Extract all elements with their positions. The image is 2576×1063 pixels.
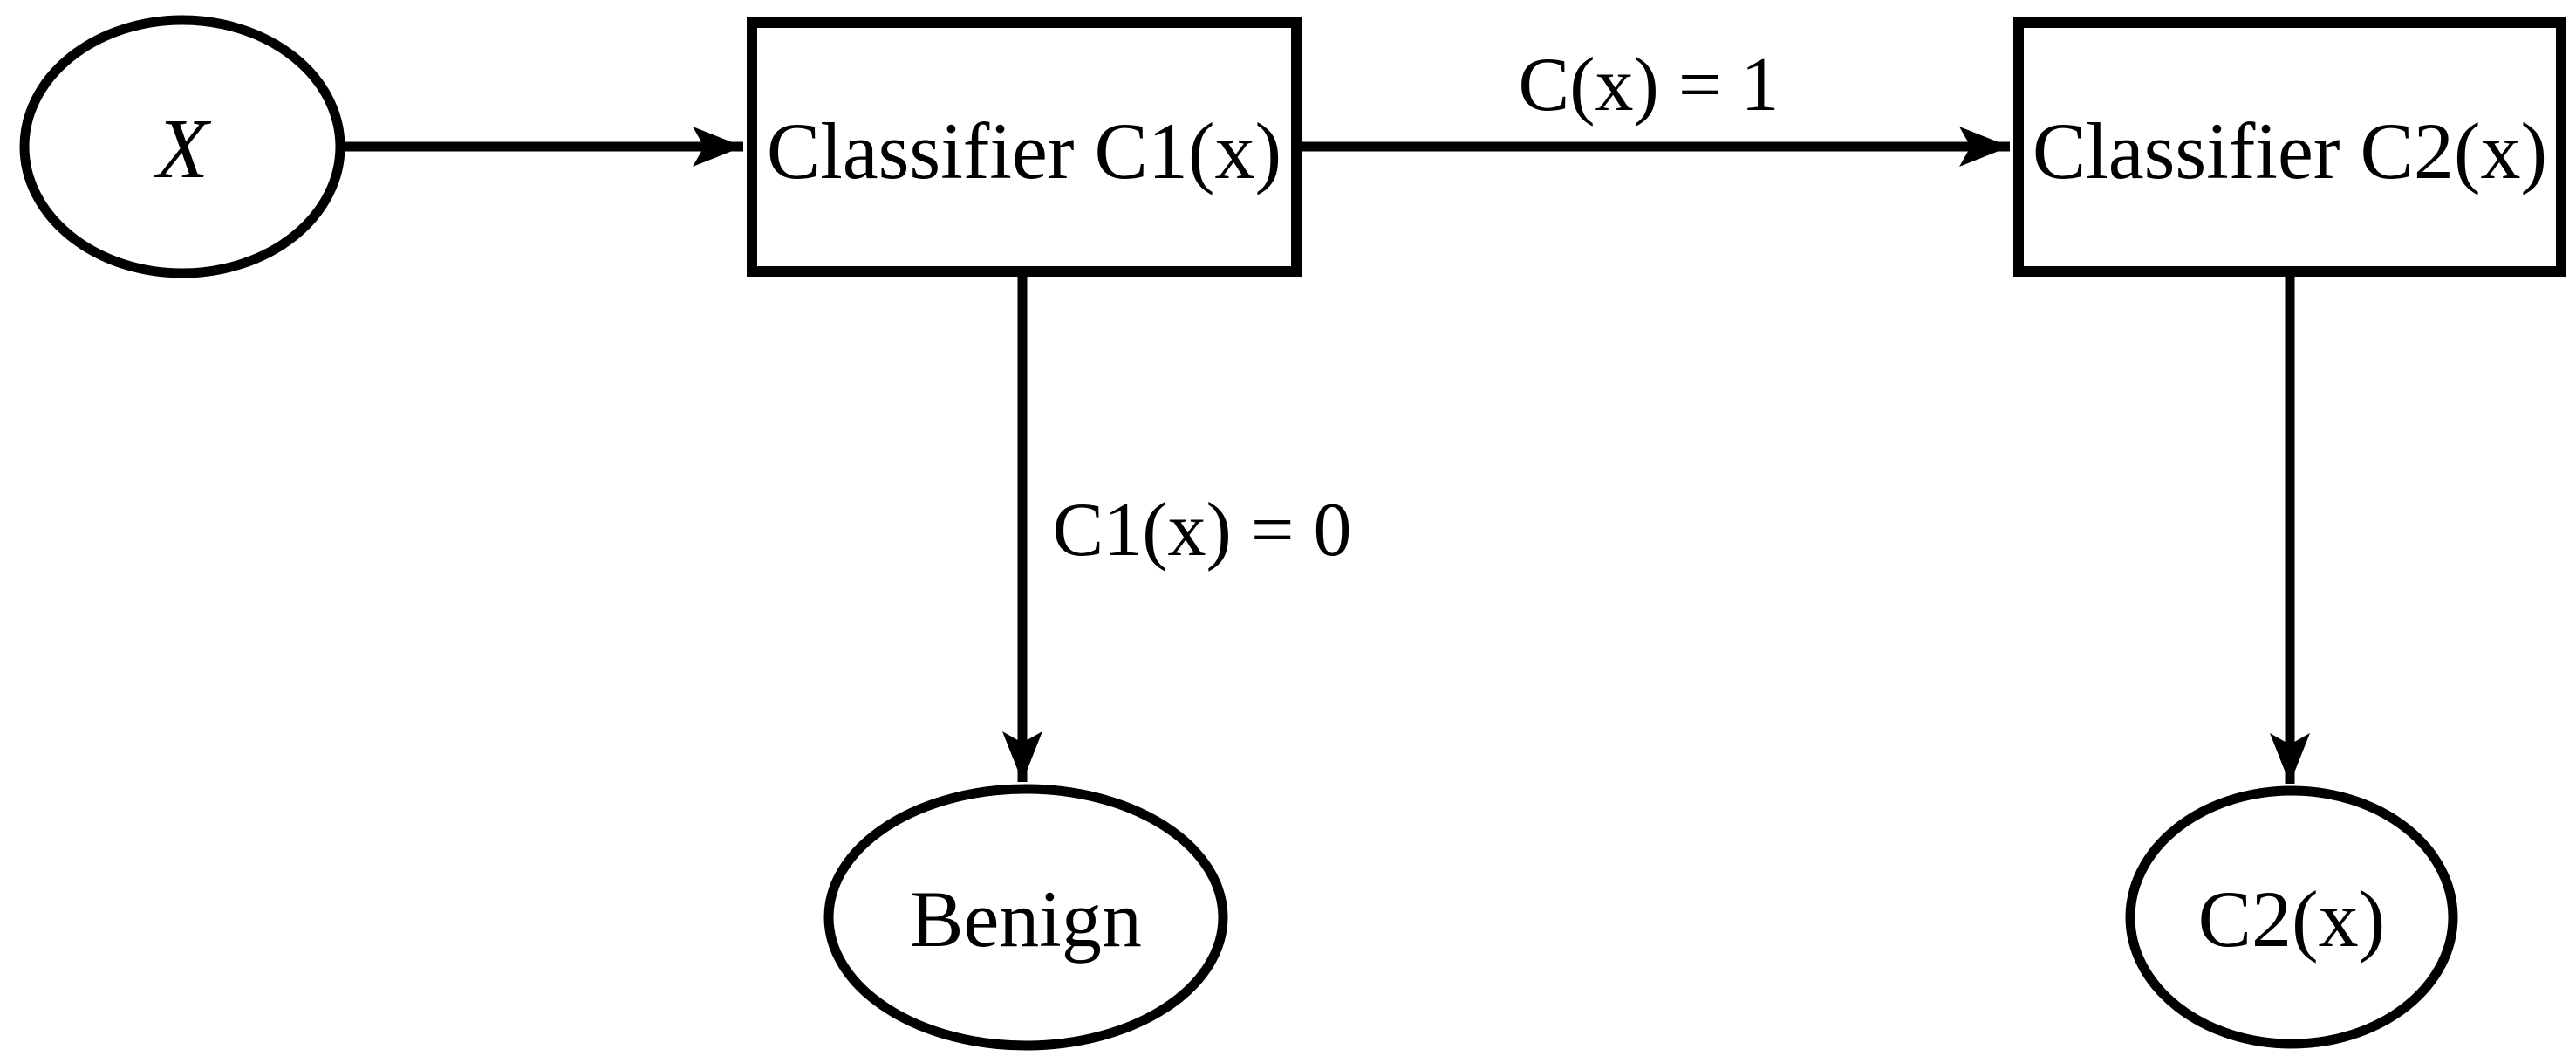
node-output-benign: [823, 784, 1228, 1051]
node-input-x-label: X: [153, 102, 212, 196]
node-classifier-c2-label: Classifier C2(x): [2033, 106, 2547, 195]
edge-label-c1x-equals-0: C1(x) = 0: [1053, 488, 1352, 573]
edge-label-cx-equals-1: C(x) = 1: [1519, 43, 1780, 127]
node-input-x: [19, 15, 345, 278]
node-classifier-c1: [747, 17, 1302, 277]
node-output-c2x: [2125, 785, 2458, 1049]
node-output-c2x-label: C2(x): [2198, 874, 2386, 964]
node-classifier-c1-label: Classifier C1(x): [767, 106, 1281, 195]
node-output-benign-label: Benign: [910, 874, 1142, 964]
node-classifier-c2: [2013, 17, 2566, 277]
